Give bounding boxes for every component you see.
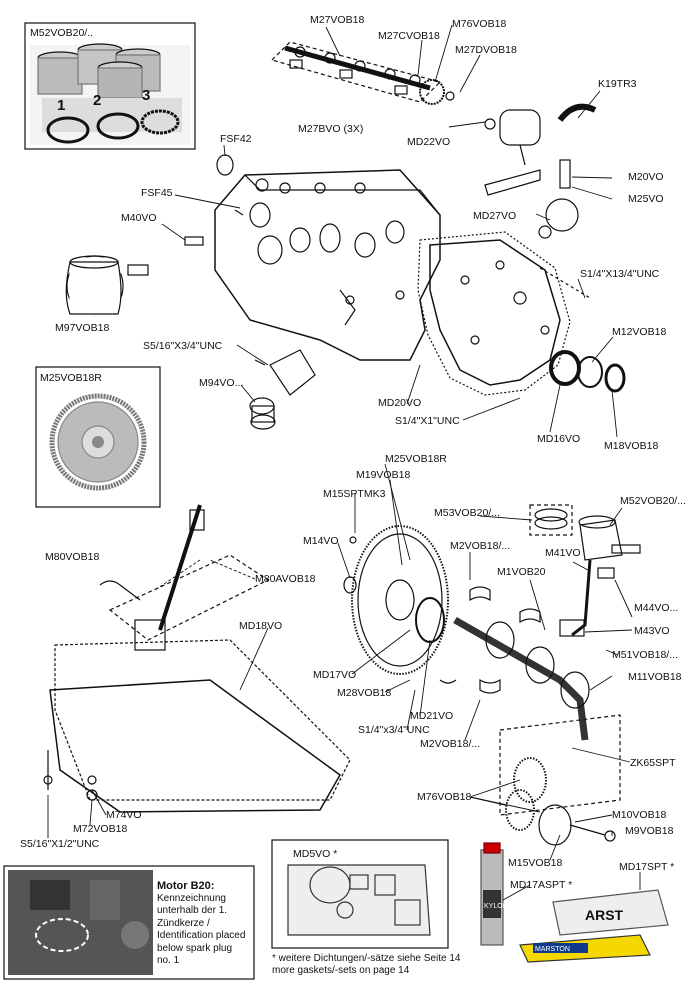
label-md16vo: MD16VO (537, 433, 581, 445)
label-m1vob20: M1VOB20 (497, 566, 546, 578)
photo-caption-text: Kennzeichnung unterhalb der 1. Zündkerze… (157, 892, 246, 967)
label-md17aspt: MD17ASPT * (510, 879, 573, 891)
label-s516-12: S5/16"X1/2"UNC (20, 838, 100, 850)
label-m44vo: M44VO... (634, 602, 679, 614)
label-m19vob18: M19VOB18 (356, 469, 411, 481)
label-m80vob18: M80VOB18 (45, 551, 100, 563)
label-m53vob20: M53VOB20/... (434, 507, 500, 519)
label-m25vo: M25VO (628, 193, 664, 205)
footnote-line-1: * weitere Dichtungen/-sätze siehe Seite … (272, 953, 461, 964)
flywheel-photo (49, 393, 147, 491)
ring-number-1: 1 (57, 97, 65, 114)
label-md27vo: MD27VO (473, 210, 517, 222)
label-m76vob18: M76VOB18 (417, 791, 472, 803)
label-s14x34: S1/4"x3/4"UNC (358, 724, 430, 736)
label-m15sptmk3: M15SPTMK3 (323, 488, 386, 500)
label-s14x1: S1/4"X1"UNC (395, 415, 460, 427)
flywheel-box (35, 366, 161, 508)
engine-mount-drawing (249, 349, 316, 430)
label-m25vob18r-box: M25VOB18R (40, 372, 102, 384)
gasket-set-photo (287, 864, 431, 936)
label-m20vo: M20VO (628, 171, 664, 183)
tube2-brand-text: MARSTON (535, 946, 570, 953)
label-md17spt: MD17SPT * (619, 861, 675, 873)
label-m27dvob18: M27DVOB18 (455, 44, 517, 56)
label-m2vob18-bottom: M2VOB18/... (420, 738, 481, 750)
label-m51vob18: M51VOB18/... (612, 649, 678, 661)
label-m94vo: M94VO... (199, 377, 244, 389)
label-zk65spt: ZK65SPT (630, 757, 676, 769)
label-md5vo: MD5VO * (293, 848, 338, 860)
label-m12vob18: M12VOB18 (612, 326, 667, 338)
timing-cover-drawing (417, 231, 591, 396)
piston-set-photo (30, 43, 190, 145)
leader-lines (47, 24, 641, 901)
label-k19tr3: K19TR3 (598, 78, 637, 90)
label-m11vob18: M11VOB18 (628, 671, 682, 683)
label-fsf45: FSF45 (141, 187, 173, 199)
motor-photo (8, 870, 153, 975)
label-m80avob18: M80AVOB18 (255, 573, 316, 585)
label-m28vob18: M28VOB18 (337, 687, 392, 699)
tube-brand-text: KYLON (484, 903, 508, 910)
footnote: * weitere Dichtungen/-sätze siehe Seite … (272, 953, 460, 977)
fsf42-plug (216, 154, 234, 176)
label-m27cvob18: M27CVOB18 (378, 30, 440, 42)
label-m15vob18: M15VOB18 (508, 857, 563, 869)
piston-set-box (24, 22, 196, 150)
sealant-tube-drawing (480, 842, 504, 946)
label-m2vob18-top: M2VOB18/... (450, 540, 511, 552)
label-m43vo: M43VO (634, 625, 670, 637)
label-m27bvo: M27BVO (3X) (298, 123, 364, 135)
label-m41vo: M41VO (545, 547, 581, 559)
fuel-pump-drawing (484, 103, 597, 239)
label-s516-34: S5/16"X3/4"UNC (143, 340, 223, 352)
label-m14vo: M14VO (303, 535, 339, 547)
ring-number-3: 3 (142, 87, 150, 104)
label-s1413: S1/4"X13/4"UNC (580, 268, 660, 280)
label-m10vob18: M10VOB18 (612, 809, 667, 821)
engine-block-drawing (214, 154, 441, 361)
label-m76vob18-top: M76VOB18 (452, 18, 507, 30)
photo-caption: Motor B20: Kennzeichnung unterhalb der 1… (157, 880, 247, 968)
label-md18vo: MD18VO (239, 620, 283, 632)
oil-pump-drawing (99, 504, 270, 651)
crankshaft-drawing (415, 586, 621, 816)
label-md17vo: MD17VO (313, 669, 357, 681)
box-brand-text: ARST (585, 907, 624, 923)
label-fsf42: FSF42 (220, 133, 252, 145)
label-m74vo: M74VO (106, 809, 142, 821)
label-m52vob20: M52VOB20/... (620, 495, 686, 507)
photo-caption-title: Motor B20: (157, 880, 215, 892)
motor-photo-box (3, 865, 255, 980)
gasket-set-box (271, 839, 449, 949)
camshaft-drawing (270, 41, 455, 105)
label-m52vob20-box: M52VOB20/.. (30, 27, 94, 39)
label-md22vo: MD22VO (407, 136, 451, 148)
crank-seal-drawing (549, 350, 626, 393)
label-m18vob18: M18VOB18 (604, 440, 659, 452)
ring-number-2: 2 (93, 92, 101, 109)
label-md20vo: MD20VO (378, 397, 422, 409)
label-m40vo: M40VO (121, 212, 157, 224)
label-m25vob18r: M25VOB18R (385, 453, 447, 465)
sealant-box-drawing (519, 889, 669, 963)
label-m27vob18: M27VOB18 (310, 14, 365, 26)
oil-filter-drawing (65, 236, 204, 317)
footnote-line-2: more gaskets/-sets on page 14 (272, 965, 410, 976)
flywheel-drawing (343, 525, 449, 675)
label-m72vob18: M72VOB18 (73, 823, 128, 835)
label-m9vob18: M9VOB18 (625, 825, 674, 837)
timing-gear-drawing (505, 757, 616, 846)
piston-rod-drawing (529, 504, 641, 637)
oil-pan-drawing (43, 639, 351, 813)
label-md21vo: MD21VO (410, 710, 454, 722)
label-m97vob18: M97VOB18 (55, 322, 110, 334)
